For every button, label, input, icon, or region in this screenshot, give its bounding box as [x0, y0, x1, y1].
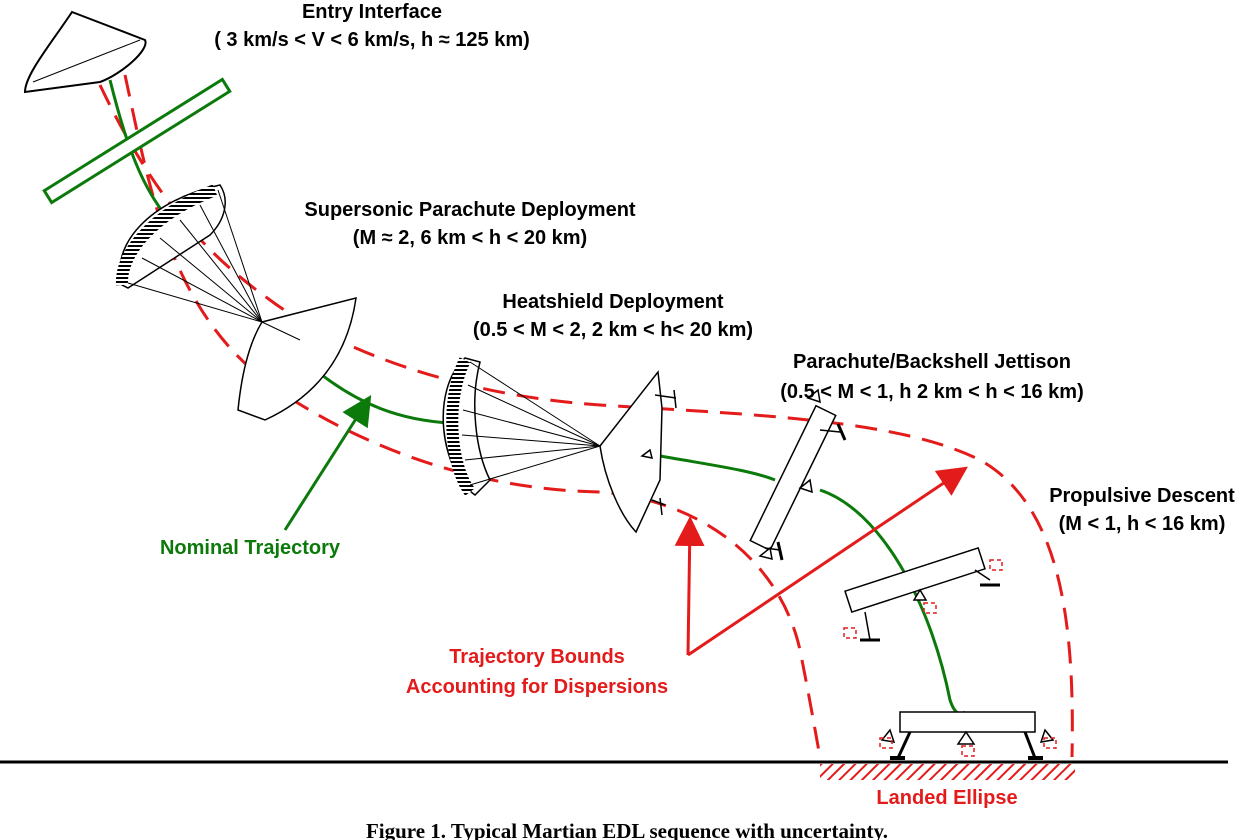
bounds-label-line2: Accounting for Dispersions: [406, 676, 668, 698]
supersonic-parachute: [115, 184, 357, 421]
landed-ellipse-hatch: [820, 764, 1075, 780]
entry-title: Entry Interface: [302, 1, 442, 23]
entry-condition: ( 3 km/s < V < 6 km/s, h ≈ 125 km): [214, 29, 530, 51]
jettison-lander: [749, 388, 847, 561]
bounds-arrow-right: [687, 466, 968, 657]
nominal-curve-3: [654, 453, 776, 482]
heatshield-parachute: [442, 357, 677, 534]
jettison-title: Parachute/Backshell Jettison: [793, 351, 1071, 373]
nominal-trajectory-label: Nominal Trajectory: [160, 537, 341, 559]
figure-caption: Figure 1. Typical Martian EDL sequence w…: [366, 819, 888, 840]
entry-interface-bar: [42, 77, 232, 205]
landed-lander: [879, 711, 1057, 760]
propulsive-lander: [843, 546, 1003, 642]
lower-bound-curve: [123, 74, 822, 758]
trajectory-bounds: [98, 74, 1074, 758]
landed-ellipse-label: Landed Ellipse: [876, 787, 1017, 809]
bounds-arrow-left: [674, 516, 705, 656]
supersonic-title: Supersonic Parachute Deployment: [304, 199, 636, 221]
nominal-arrow: [283, 394, 372, 531]
entry-capsule: [23, 10, 147, 94]
bounds-label-line1: Trajectory Bounds: [449, 646, 625, 668]
heatshield-title: Heatshield Deployment: [502, 291, 724, 313]
nominal-curve-2: [317, 370, 451, 425]
propulsive-title: Propulsive Descent: [1049, 485, 1235, 507]
propulsive-condition: (M < 1, h < 16 km): [1059, 513, 1226, 535]
upper-bound-curve: [98, 84, 1074, 758]
supersonic-condition: (M ≈ 2, 6 km < h < 20 km): [353, 227, 587, 249]
nominal-curve-4: [819, 488, 966, 715]
heatshield-condition: (0.5 < M < 2, 2 km < h< 20 km): [473, 319, 753, 341]
jettison-condition: (0.5 < M < 1, h 2 km < h < 16 km): [780, 381, 1083, 403]
